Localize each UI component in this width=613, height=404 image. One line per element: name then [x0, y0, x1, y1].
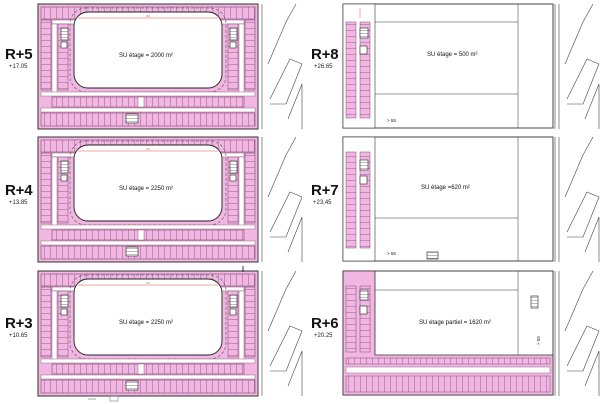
level-label-r7: R+7 [311, 182, 339, 199]
level-label-r8: R+8 [311, 46, 339, 63]
plan-r4 [37, 136, 303, 263]
plan-r8 [342, 3, 600, 130]
plan-r5 [37, 3, 303, 130]
level-label-r6: R+6 [311, 315, 339, 332]
elevation-r6: +20.25 [314, 333, 333, 339]
level-label-r4: R+4 [5, 182, 33, 199]
plan-r3 [37, 266, 303, 397]
level-label-r3: R+3 [5, 315, 33, 332]
area-label-r5: SU étage = 2000 m² [119, 53, 173, 59]
elevation-r4: +13.85 [9, 200, 28, 206]
elevation-r3: +10.65 [9, 333, 28, 339]
elevation-r8: +26.65 [314, 64, 333, 70]
area-label-r6: SU étage partiel = 1620 m² [419, 320, 491, 326]
area-label-r4: SU étage = 2250 m² [119, 186, 173, 192]
scale-hint [88, 395, 119, 402]
elevation-r5: +17.05 [9, 64, 28, 70]
area-label-r8: SU étage = 500 m² [427, 52, 478, 58]
plan-r7 [342, 136, 600, 263]
level-label-r5: R+5 [5, 46, 33, 63]
note-r8: > 55 [387, 118, 396, 123]
note-r6: > 55 [536, 336, 541, 345]
area-label-r7: SU étage =620 m² [421, 185, 470, 191]
plan-r6 [342, 270, 600, 397]
note-r7: > 55 [387, 251, 396, 256]
area-label-r3: SU étage = 2250 m² [119, 320, 173, 326]
elevation-r7: +23,45 [313, 200, 332, 206]
